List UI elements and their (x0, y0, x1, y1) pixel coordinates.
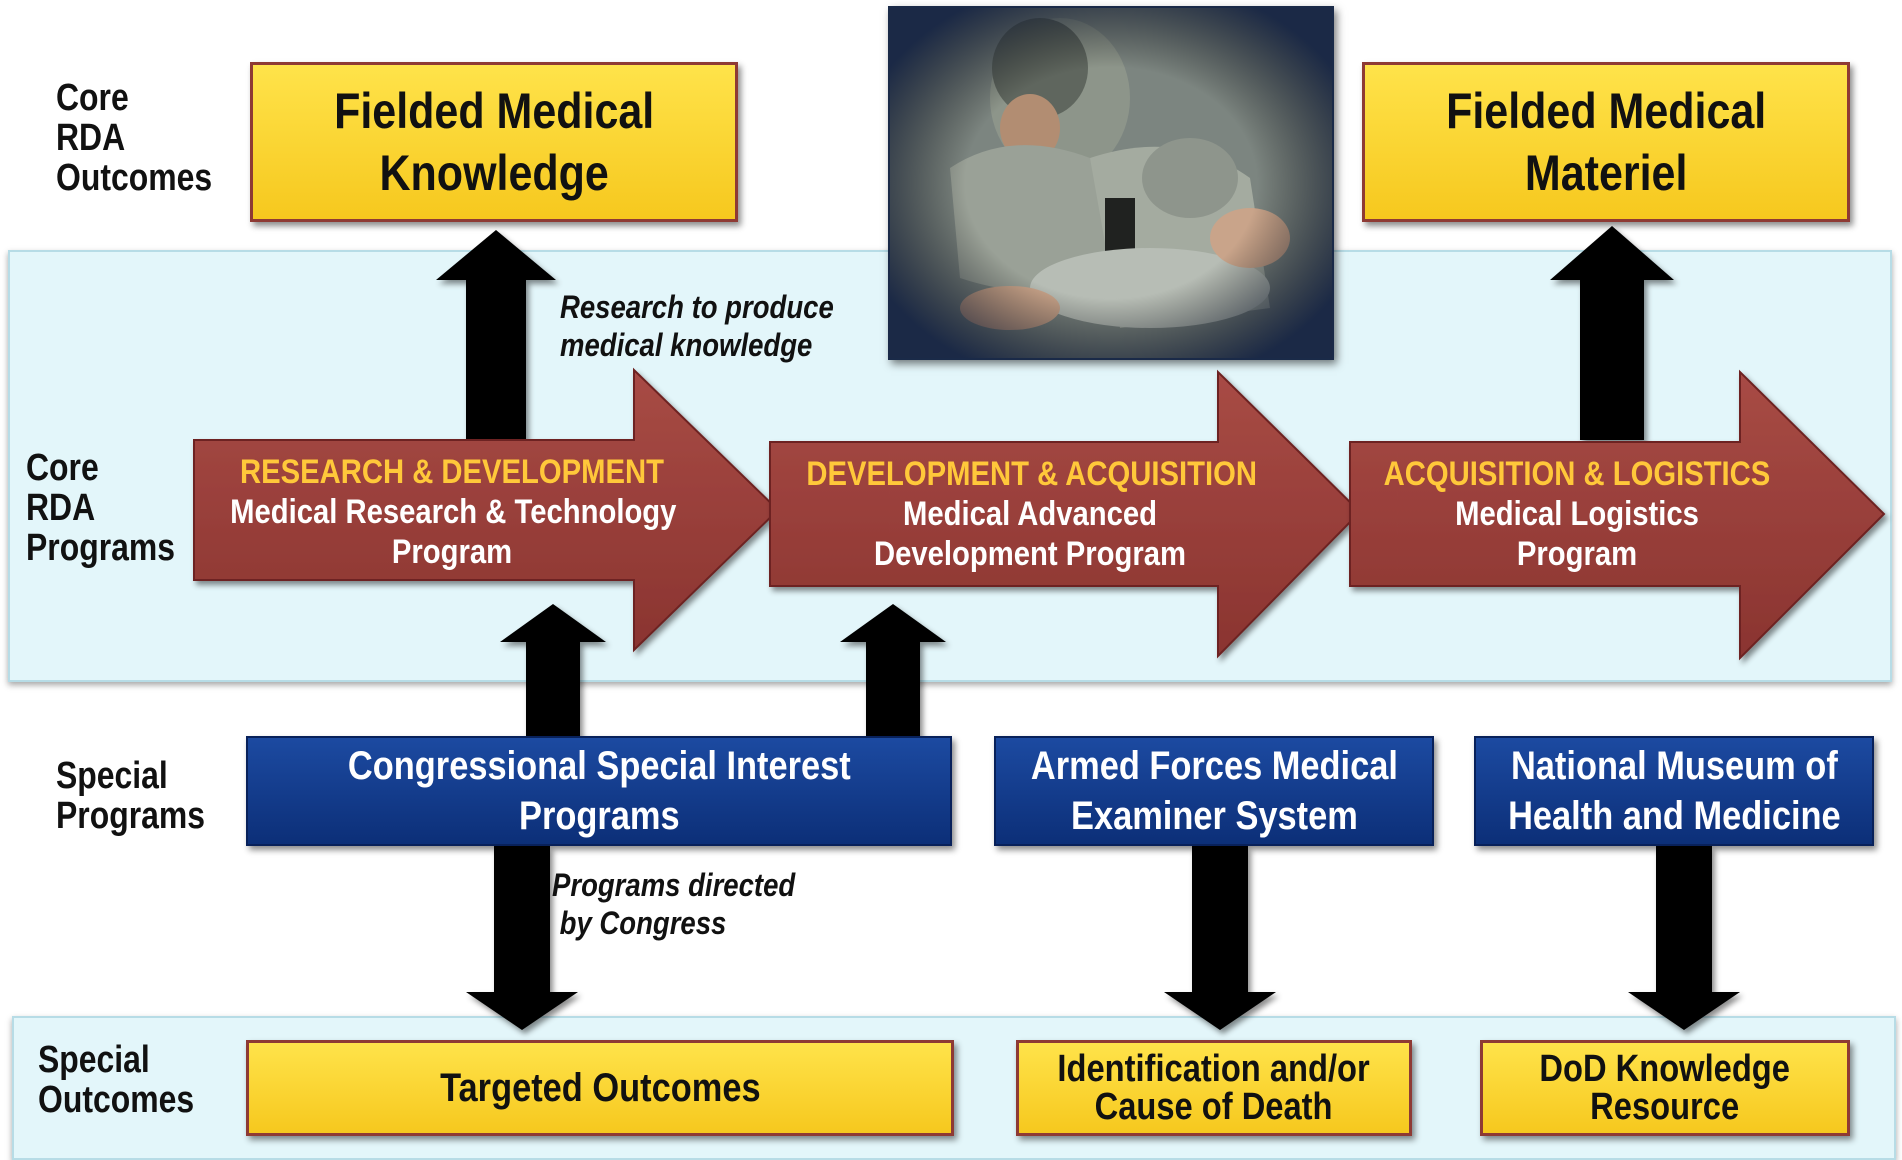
photo-illustration (890, 8, 1332, 358)
special-program-nmhm: National Museum of Health and Medicine (1474, 736, 1874, 846)
special-program-congressional: Congressional Special Interest Programs (246, 736, 952, 846)
note-directed-by-congress: Programs directed by Congress (552, 867, 796, 941)
arrow-down-to-targeted-outcomes (466, 846, 578, 1030)
special-outcome-dod-knowledge: DoD Knowledge Resource (1480, 1040, 1850, 1136)
special-outcome-cause-of-death-label: Identification and/or Cause of Death (1057, 1048, 1371, 1128)
row-label-core-programs: Core RDA Programs (26, 447, 176, 569)
row-label-special-outcomes: Special Outcomes (38, 1039, 195, 1121)
program-rd-heading: RESEARCH & DEVELOPMENT (239, 453, 665, 491)
arrow-development-acquisition (769, 369, 1362, 659)
outcome-fielded-medical-knowledge: Fielded Medical Knowledge (250, 62, 738, 222)
arrow-up-to-knowledge (436, 230, 556, 440)
special-outcome-dod-knowledge-label: DoD Knowledge Resource (1539, 1048, 1791, 1128)
arrow-up-congressional-to-da (840, 604, 946, 740)
outcome-fielded-medical-materiel: Fielded Medical Materiel (1362, 62, 1850, 222)
special-outcome-targeted: Targeted Outcomes (246, 1040, 954, 1136)
special-program-afmes-label: Armed Forces Medical Examiner System (1030, 744, 1398, 838)
arrow-up-congressional-to-rd (500, 604, 606, 740)
program-al-name: Medical Logistics Program (1455, 495, 1699, 573)
row-label-core-outcomes: Core RDA Outcomes (56, 77, 213, 199)
arrow-up-to-materiel (1550, 226, 1674, 440)
special-outcome-cause-of-death: Identification and/or Cause of Death (1016, 1040, 1412, 1136)
arrow-acquisition-logistics (1349, 369, 1886, 661)
row-label-special-programs: Special Programs (56, 755, 206, 837)
program-research-development: RESEARCH & DEVELOPMENT Medical Research … (194, 452, 710, 572)
program-da-heading: DEVELOPMENT & ACQUISITION (806, 455, 1257, 493)
arrow-down-to-cause-of-death (1164, 846, 1276, 1030)
outcome-materiel-label: Fielded Medical Materiel (1445, 83, 1767, 201)
note-research-to-knowledge: Research to produce medical knowledge (560, 289, 834, 363)
special-program-afmes: Armed Forces Medical Examiner System (994, 736, 1434, 846)
program-rd-name: Medical Research & Technology Program (230, 493, 677, 571)
program-da-name: Medical Advanced Development Program (874, 495, 1186, 573)
outcome-knowledge-label: Fielded Medical Knowledge (333, 83, 655, 201)
program-development-acquisition: DEVELOPMENT & ACQUISITION Medical Advanc… (770, 454, 1290, 574)
soldiers-medical-training-photo (888, 6, 1334, 360)
arrow-down-to-dod-knowledge (1628, 846, 1740, 1030)
special-outcome-targeted-label: Targeted Outcomes (439, 1066, 761, 1110)
program-acquisition-logistics: ACQUISITION & LOGISTICS Medical Logistic… (1350, 454, 1804, 574)
program-al-heading: ACQUISITION & LOGISTICS (1383, 455, 1771, 493)
special-program-nmhm-label: National Museum of Health and Medicine (1507, 744, 1841, 838)
arrow-research-development (193, 367, 780, 653)
special-program-congressional-label: Congressional Special Interest Programs (347, 744, 851, 838)
